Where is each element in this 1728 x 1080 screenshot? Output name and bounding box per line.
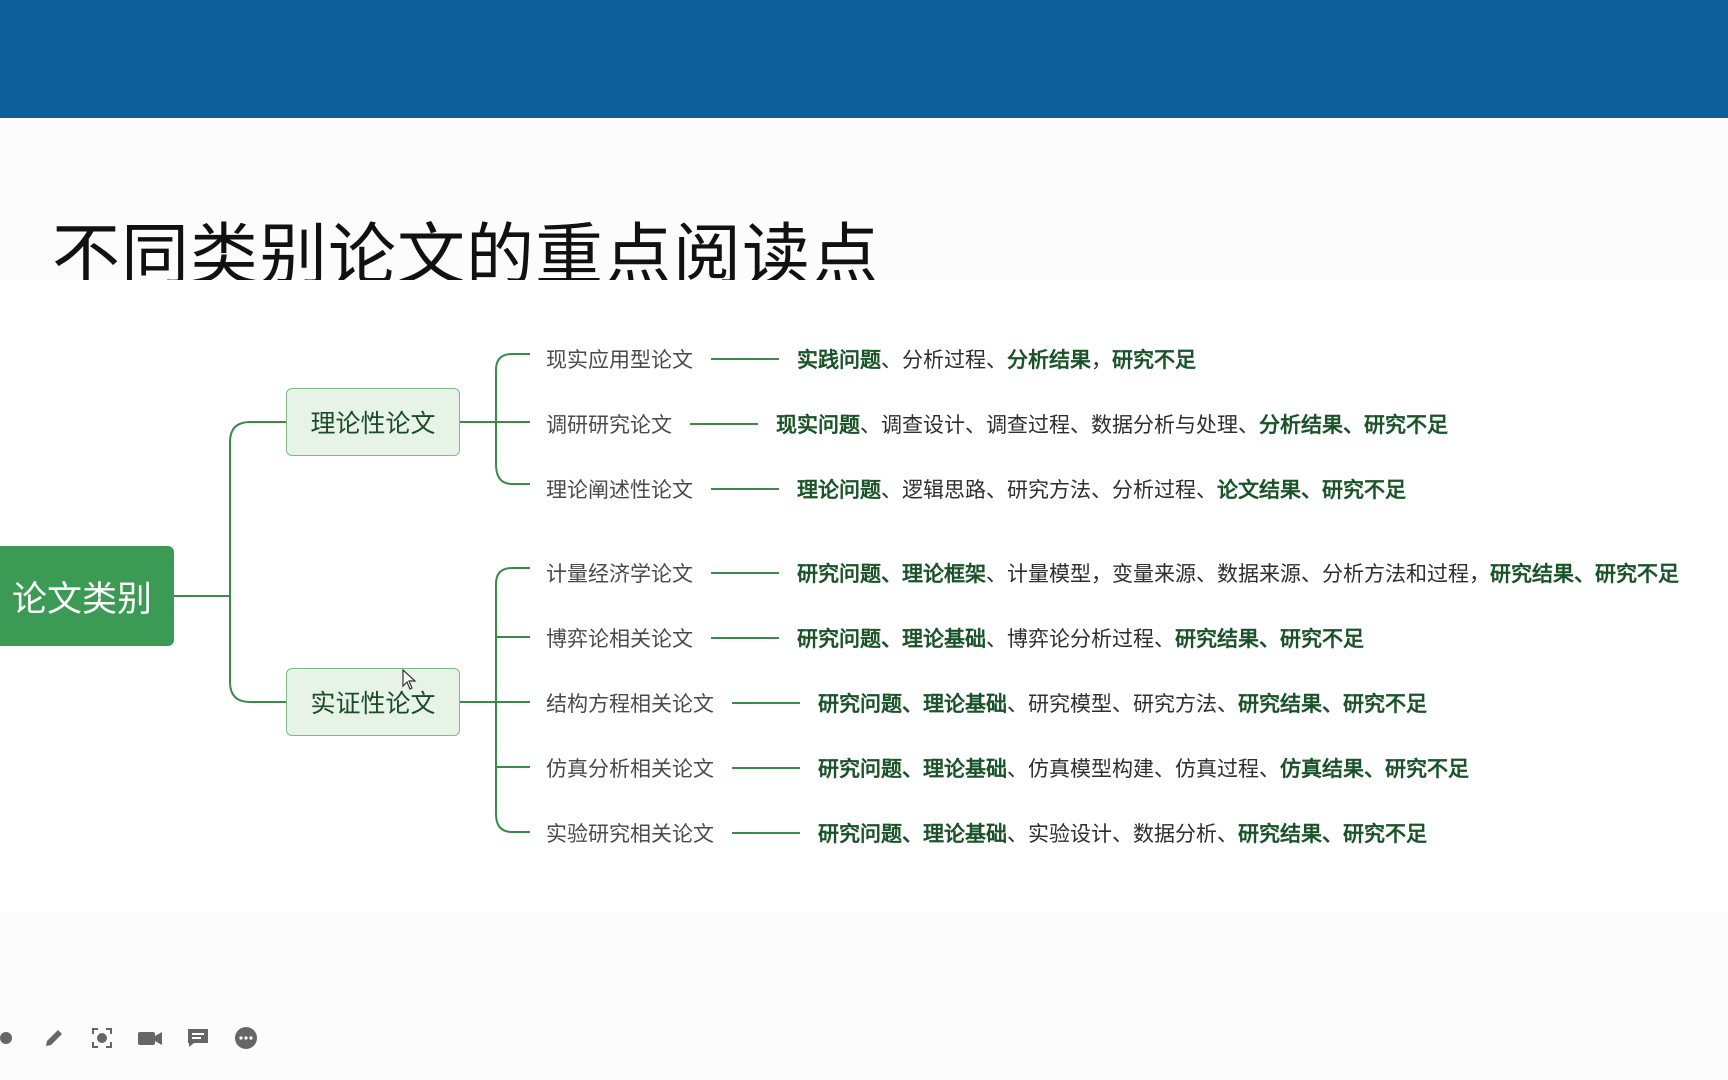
camera-icon[interactable] [136, 1024, 164, 1052]
mouse-cursor-icon [402, 669, 417, 690]
detail-text: 、博弈论分析过程、 [986, 627, 1175, 651]
leaf-row: 理论阐述性论文 理论问题、逻辑思路、研究方法、分析过程、论文结果、研究不足 [546, 471, 1406, 507]
key-point-text: 研究结果、研究不足 [1238, 822, 1427, 846]
key-point-text: 现实问题 [776, 413, 860, 437]
detail-text: 、实验设计、数据分析、 [1007, 822, 1238, 846]
key-point-text: 研究不足 [1112, 348, 1196, 372]
leaf-label[interactable]: 计量经济学论文 [546, 562, 693, 586]
leaf-label[interactable]: 理论阐述性论文 [546, 478, 693, 502]
key-point-text: 研究问题、理论框架 [797, 562, 986, 586]
leaf-row: 仿真分析相关论文 研究问题、理论基础、仿真模型构建、仿真过程、仿真结果、研究不足 [546, 750, 1469, 786]
key-point-text: 研究结果、研究不足 [1175, 627, 1364, 651]
presentation-toolbar [0, 1024, 260, 1052]
leaf-label[interactable]: 仿真分析相关论文 [546, 757, 714, 781]
leaf-connector-line [711, 488, 779, 490]
leaf-label[interactable]: 结构方程相关论文 [546, 692, 714, 716]
key-point-text: 研究问题、理论基础 [818, 757, 1007, 781]
leaf-connector-line [711, 572, 779, 574]
key-point-text: 研究结果、研究不足 [1238, 692, 1427, 716]
screenshot-icon[interactable] [88, 1024, 116, 1052]
leaf-connector-line [711, 358, 779, 360]
detail-text: 、分析过程、 [881, 348, 1007, 372]
more-icon[interactable] [232, 1024, 260, 1052]
leaf-row: 调研研究论文 现实问题、调查设计、调查过程、数据分析与处理、分析结果、研究不足 [546, 406, 1448, 442]
detail-text: 、仿真模型构建、仿真过程、 [1007, 757, 1280, 781]
leaf-connector-line [732, 767, 800, 769]
detail-text: 、调查设计、调查过程、数据分析与处理、 [860, 413, 1259, 437]
key-point-text: 论文结果、研究不足 [1217, 478, 1406, 502]
key-point-text: 研究结果、研究不足 [1490, 562, 1679, 586]
leaf-detail: 实践问题、分析过程、分析结果，研究不足 [797, 344, 1196, 374]
leaf-connector-line [732, 702, 800, 704]
leaf-row: 博弈论相关论文 研究问题、理论基础、博弈论分析过程、研究结果、研究不足 [546, 620, 1364, 656]
leaf-detail: 研究问题、理论基础、研究模型、研究方法、研究结果、研究不足 [818, 688, 1427, 718]
leaf-detail: 研究问题、理论框架、计量模型，变量来源、数据来源、分析方法和过程，研究结果、研究… [797, 558, 1679, 588]
leaf-connector-line [711, 637, 779, 639]
chat-icon[interactable] [184, 1024, 212, 1052]
diagram-background [0, 280, 1728, 912]
leaf-label[interactable]: 现实应用型论文 [546, 348, 693, 372]
category-node-theoretical[interactable]: 理论性论文 [286, 388, 460, 456]
key-point-text: 分析结果、研究不足 [1259, 413, 1448, 437]
pencil-icon[interactable] [40, 1024, 68, 1052]
leaf-row: 结构方程相关论文 研究问题、理论基础、研究模型、研究方法、研究结果、研究不足 [546, 685, 1427, 721]
leaf-detail: 研究问题、理论基础、仿真模型构建、仿真过程、仿真结果、研究不足 [818, 753, 1469, 783]
key-point-text: 研究问题、理论基础 [797, 627, 986, 651]
key-point-text: 实践问题 [797, 348, 881, 372]
detail-text: 、研究模型、研究方法、 [1007, 692, 1238, 716]
key-point-text: 研究问题、理论基础 [818, 822, 1007, 846]
pointer-icon[interactable] [0, 1024, 20, 1052]
key-point-text: 仿真结果、研究不足 [1280, 757, 1469, 781]
leaf-detail: 研究问题、理论基础、博弈论分析过程、研究结果、研究不足 [797, 623, 1364, 653]
leaf-row: 实验研究相关论文 研究问题、理论基础、实验设计、数据分析、研究结果、研究不足 [546, 815, 1427, 851]
leaf-detail: 现实问题、调查设计、调查过程、数据分析与处理、分析结果、研究不足 [776, 409, 1448, 439]
leaf-connector-line [690, 423, 758, 425]
leaf-detail: 研究问题、理论基础、实验设计、数据分析、研究结果、研究不足 [818, 818, 1427, 848]
detail-text: 、逻辑思路、研究方法、分析过程、 [881, 478, 1217, 502]
leaf-label[interactable]: 博弈论相关论文 [546, 627, 693, 651]
key-point-text: 研究问题、理论基础 [818, 692, 1007, 716]
leaf-label[interactable]: 调研研究论文 [546, 413, 672, 437]
leaf-detail: 理论问题、逻辑思路、研究方法、分析过程、论文结果、研究不足 [797, 474, 1406, 504]
mindmap-root-node[interactable]: 论文类别 [0, 546, 174, 646]
key-point-text: 分析结果 [1007, 348, 1091, 372]
leaf-row: 现实应用型论文 实践问题、分析过程、分析结果，研究不足 [546, 341, 1196, 377]
category-node-empirical[interactable]: 实证性论文 [286, 668, 460, 736]
leaf-connector-line [732, 832, 800, 834]
detail-text: 、计量模型，变量来源、数据来源、分析方法和过程， [986, 562, 1490, 586]
detail-text: ， [1091, 348, 1112, 372]
leaf-row: 计量经济学论文 研究问题、理论框架、计量模型，变量来源、数据来源、分析方法和过程… [546, 555, 1679, 591]
header-bar [0, 0, 1728, 118]
leaf-label[interactable]: 实验研究相关论文 [546, 822, 714, 846]
key-point-text: 理论问题 [797, 478, 881, 502]
